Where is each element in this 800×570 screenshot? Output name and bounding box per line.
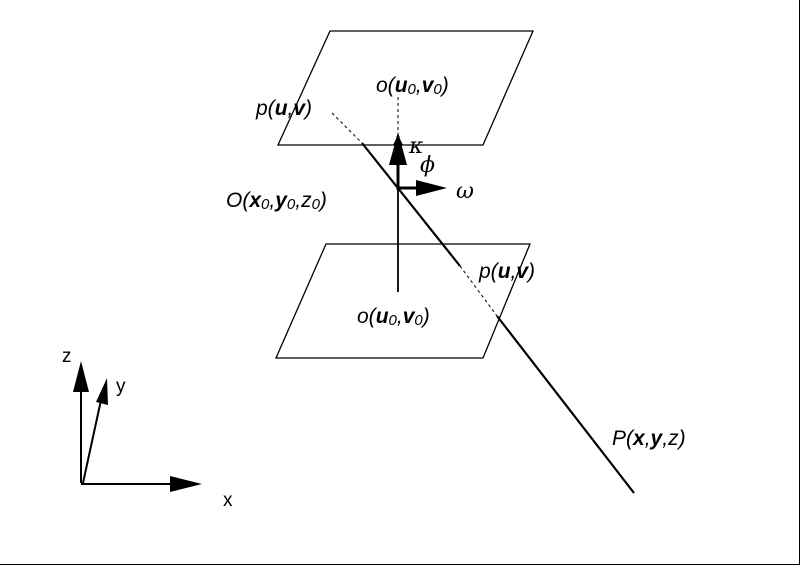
phi-label: ϕ: [420, 153, 435, 178]
upper-ray-dashed: [331, 112, 363, 144]
lower-image-point-label: p(u,v): [478, 260, 535, 283]
world-axis-y: [82, 399, 102, 484]
axis-z-label: z: [62, 346, 72, 367]
lower-principal-point-label: o(u0,v0): [357, 305, 430, 329]
projection-ray-dashed: [459, 265, 498, 317]
upper-image-point-label: p(u,v): [255, 97, 312, 120]
axis-x-label: x: [223, 490, 233, 511]
omega-label: ω: [456, 179, 474, 204]
kappa-label: κ: [408, 134, 424, 159]
world-axis-x-arrowhead: [170, 476, 202, 492]
kappa-arrowhead: [389, 132, 407, 165]
world-axis-z-arrowhead: [73, 361, 89, 392]
projection-center-label: O(x0,y0,z0): [226, 189, 327, 213]
omega-arrowhead: [416, 180, 447, 196]
upper-image-plane: [276, 30, 534, 146]
object-point-label: P(x,y,z): [612, 427, 686, 450]
world-axis-y-arrowhead: [96, 378, 108, 405]
projection-ray-lower: [496, 315, 635, 494]
projection-ray: [361, 142, 461, 267]
lower-image-plane: [275, 243, 531, 359]
axis-y-label: y: [116, 376, 126, 397]
upper-principal-point-label: o(u0,v0): [376, 74, 449, 98]
